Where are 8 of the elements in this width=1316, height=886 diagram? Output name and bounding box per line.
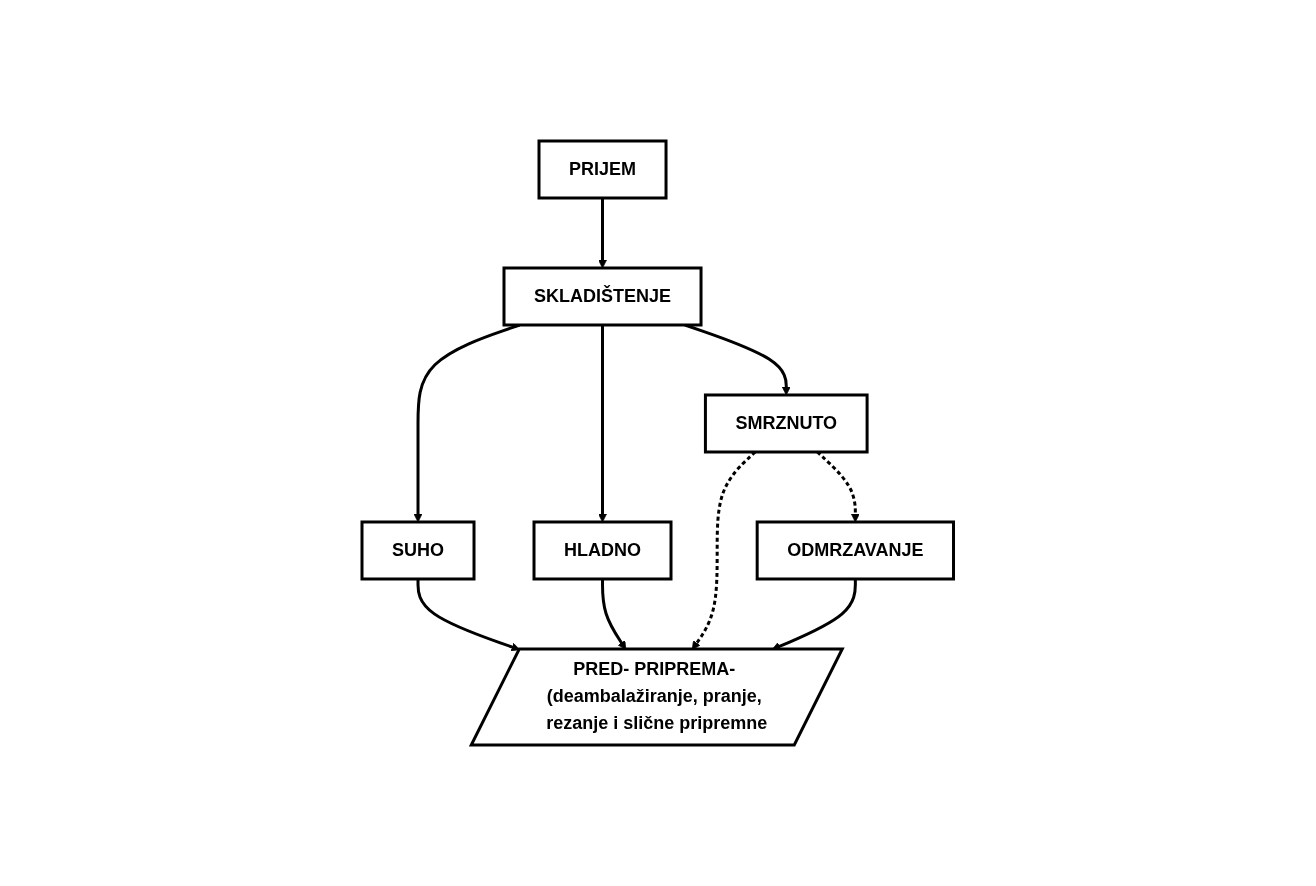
- node-box: HLADNO: [532, 520, 673, 581]
- node-box: SUHO: [360, 520, 476, 581]
- node-box: SMRZNUTO: [704, 393, 869, 454]
- arrow: [416, 579, 521, 652]
- arrow: [598, 198, 608, 269]
- node-box: SKLADIŠTENJE: [502, 266, 703, 327]
- node-box: PRIJEM: [537, 139, 668, 200]
- node-box: ODMRZAVANJE: [755, 520, 956, 581]
